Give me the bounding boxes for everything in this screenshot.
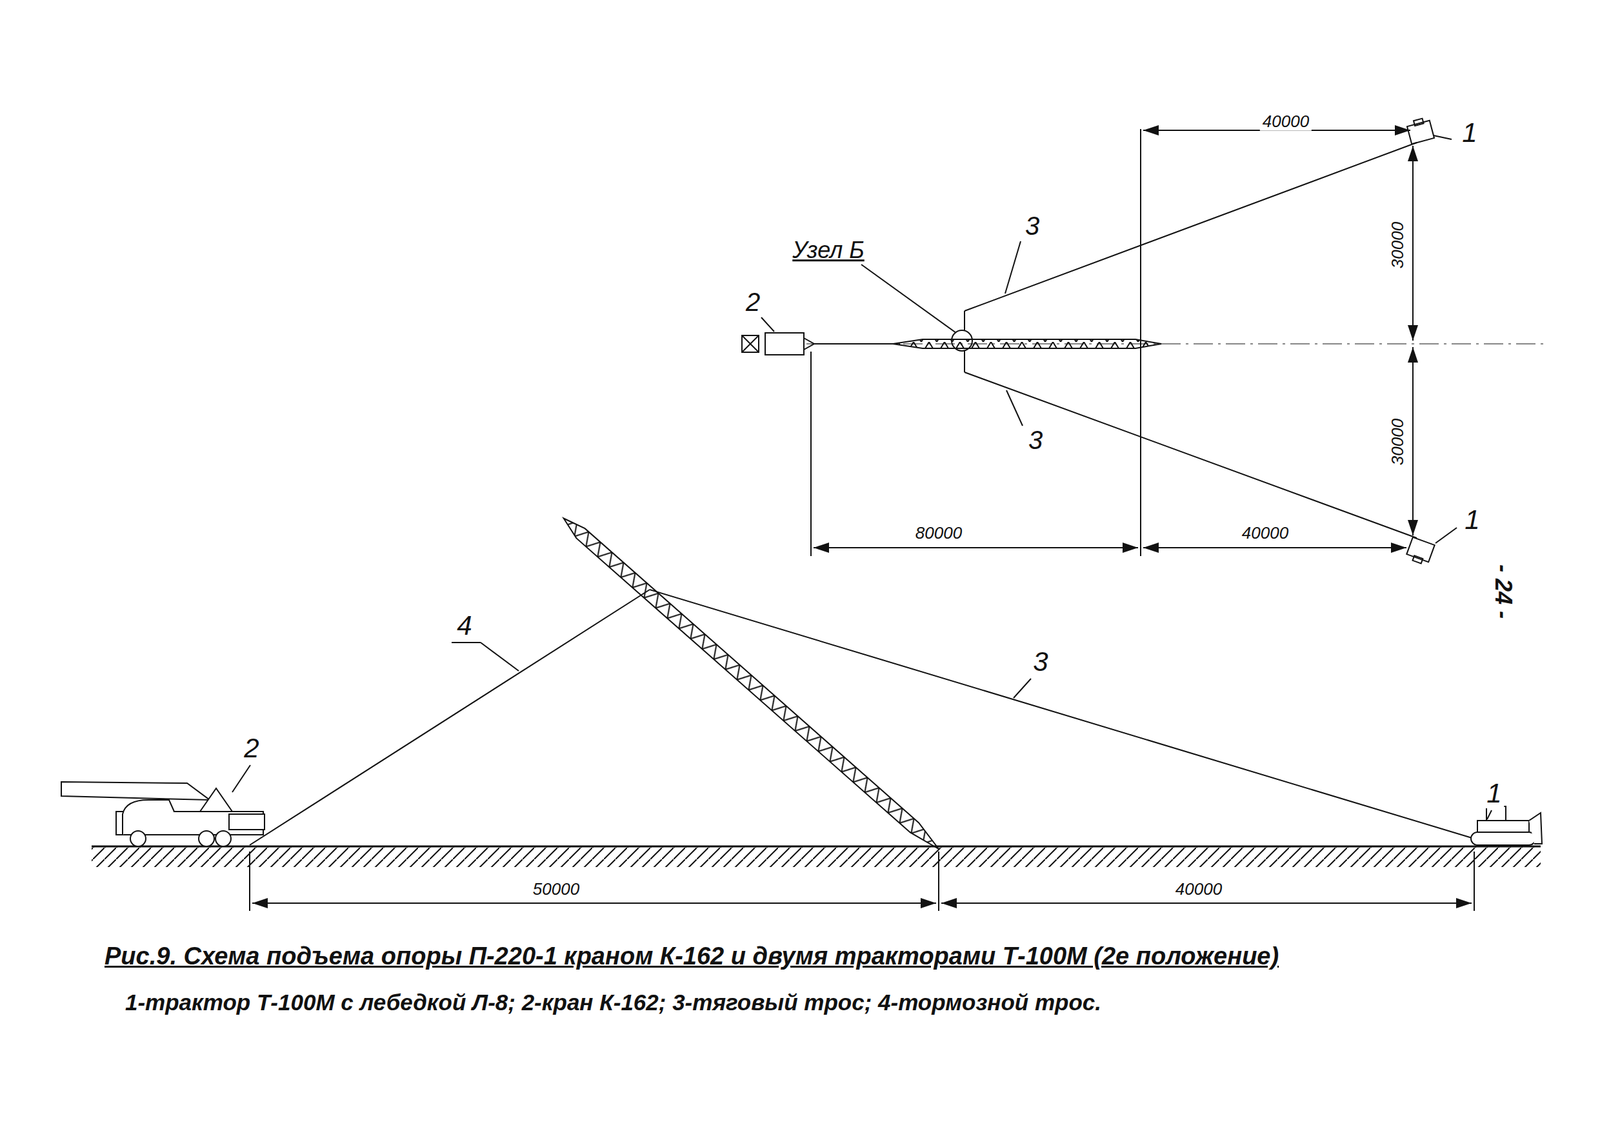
callout-number: 4 bbox=[454, 610, 475, 641]
callout-number: 1 bbox=[1483, 778, 1504, 809]
elevation-view bbox=[61, 513, 1542, 911]
dimension: 80000 bbox=[912, 523, 965, 543]
figure-caption: Рис.9. Схема подъема опоры П-220-1 крано… bbox=[101, 943, 1282, 971]
dimension: 40000 bbox=[1260, 112, 1312, 131]
dimension: 40000 bbox=[1239, 523, 1291, 543]
dimension: 30000 bbox=[1388, 219, 1408, 271]
callout-number: 2 bbox=[241, 733, 262, 764]
callout-number: 3 bbox=[1022, 211, 1042, 240]
node-label: Узел Б bbox=[789, 237, 868, 264]
dimension: 30000 bbox=[1388, 416, 1408, 468]
callout-number: 1 bbox=[1459, 118, 1480, 148]
legend-text: 1-трактор Т-100М с лебедкой Л-8; 2-кран … bbox=[122, 990, 1104, 1016]
page-number: - 24 - bbox=[1490, 561, 1517, 622]
callout-number: 3 bbox=[1030, 647, 1051, 677]
callout-number: 1 bbox=[1461, 505, 1482, 535]
callout-number: 2 bbox=[743, 287, 763, 317]
dimension: 40000 bbox=[1172, 880, 1225, 899]
plan-view bbox=[741, 116, 1549, 566]
callout-number: 3 bbox=[1025, 425, 1046, 455]
dimension: 50000 bbox=[530, 880, 582, 899]
